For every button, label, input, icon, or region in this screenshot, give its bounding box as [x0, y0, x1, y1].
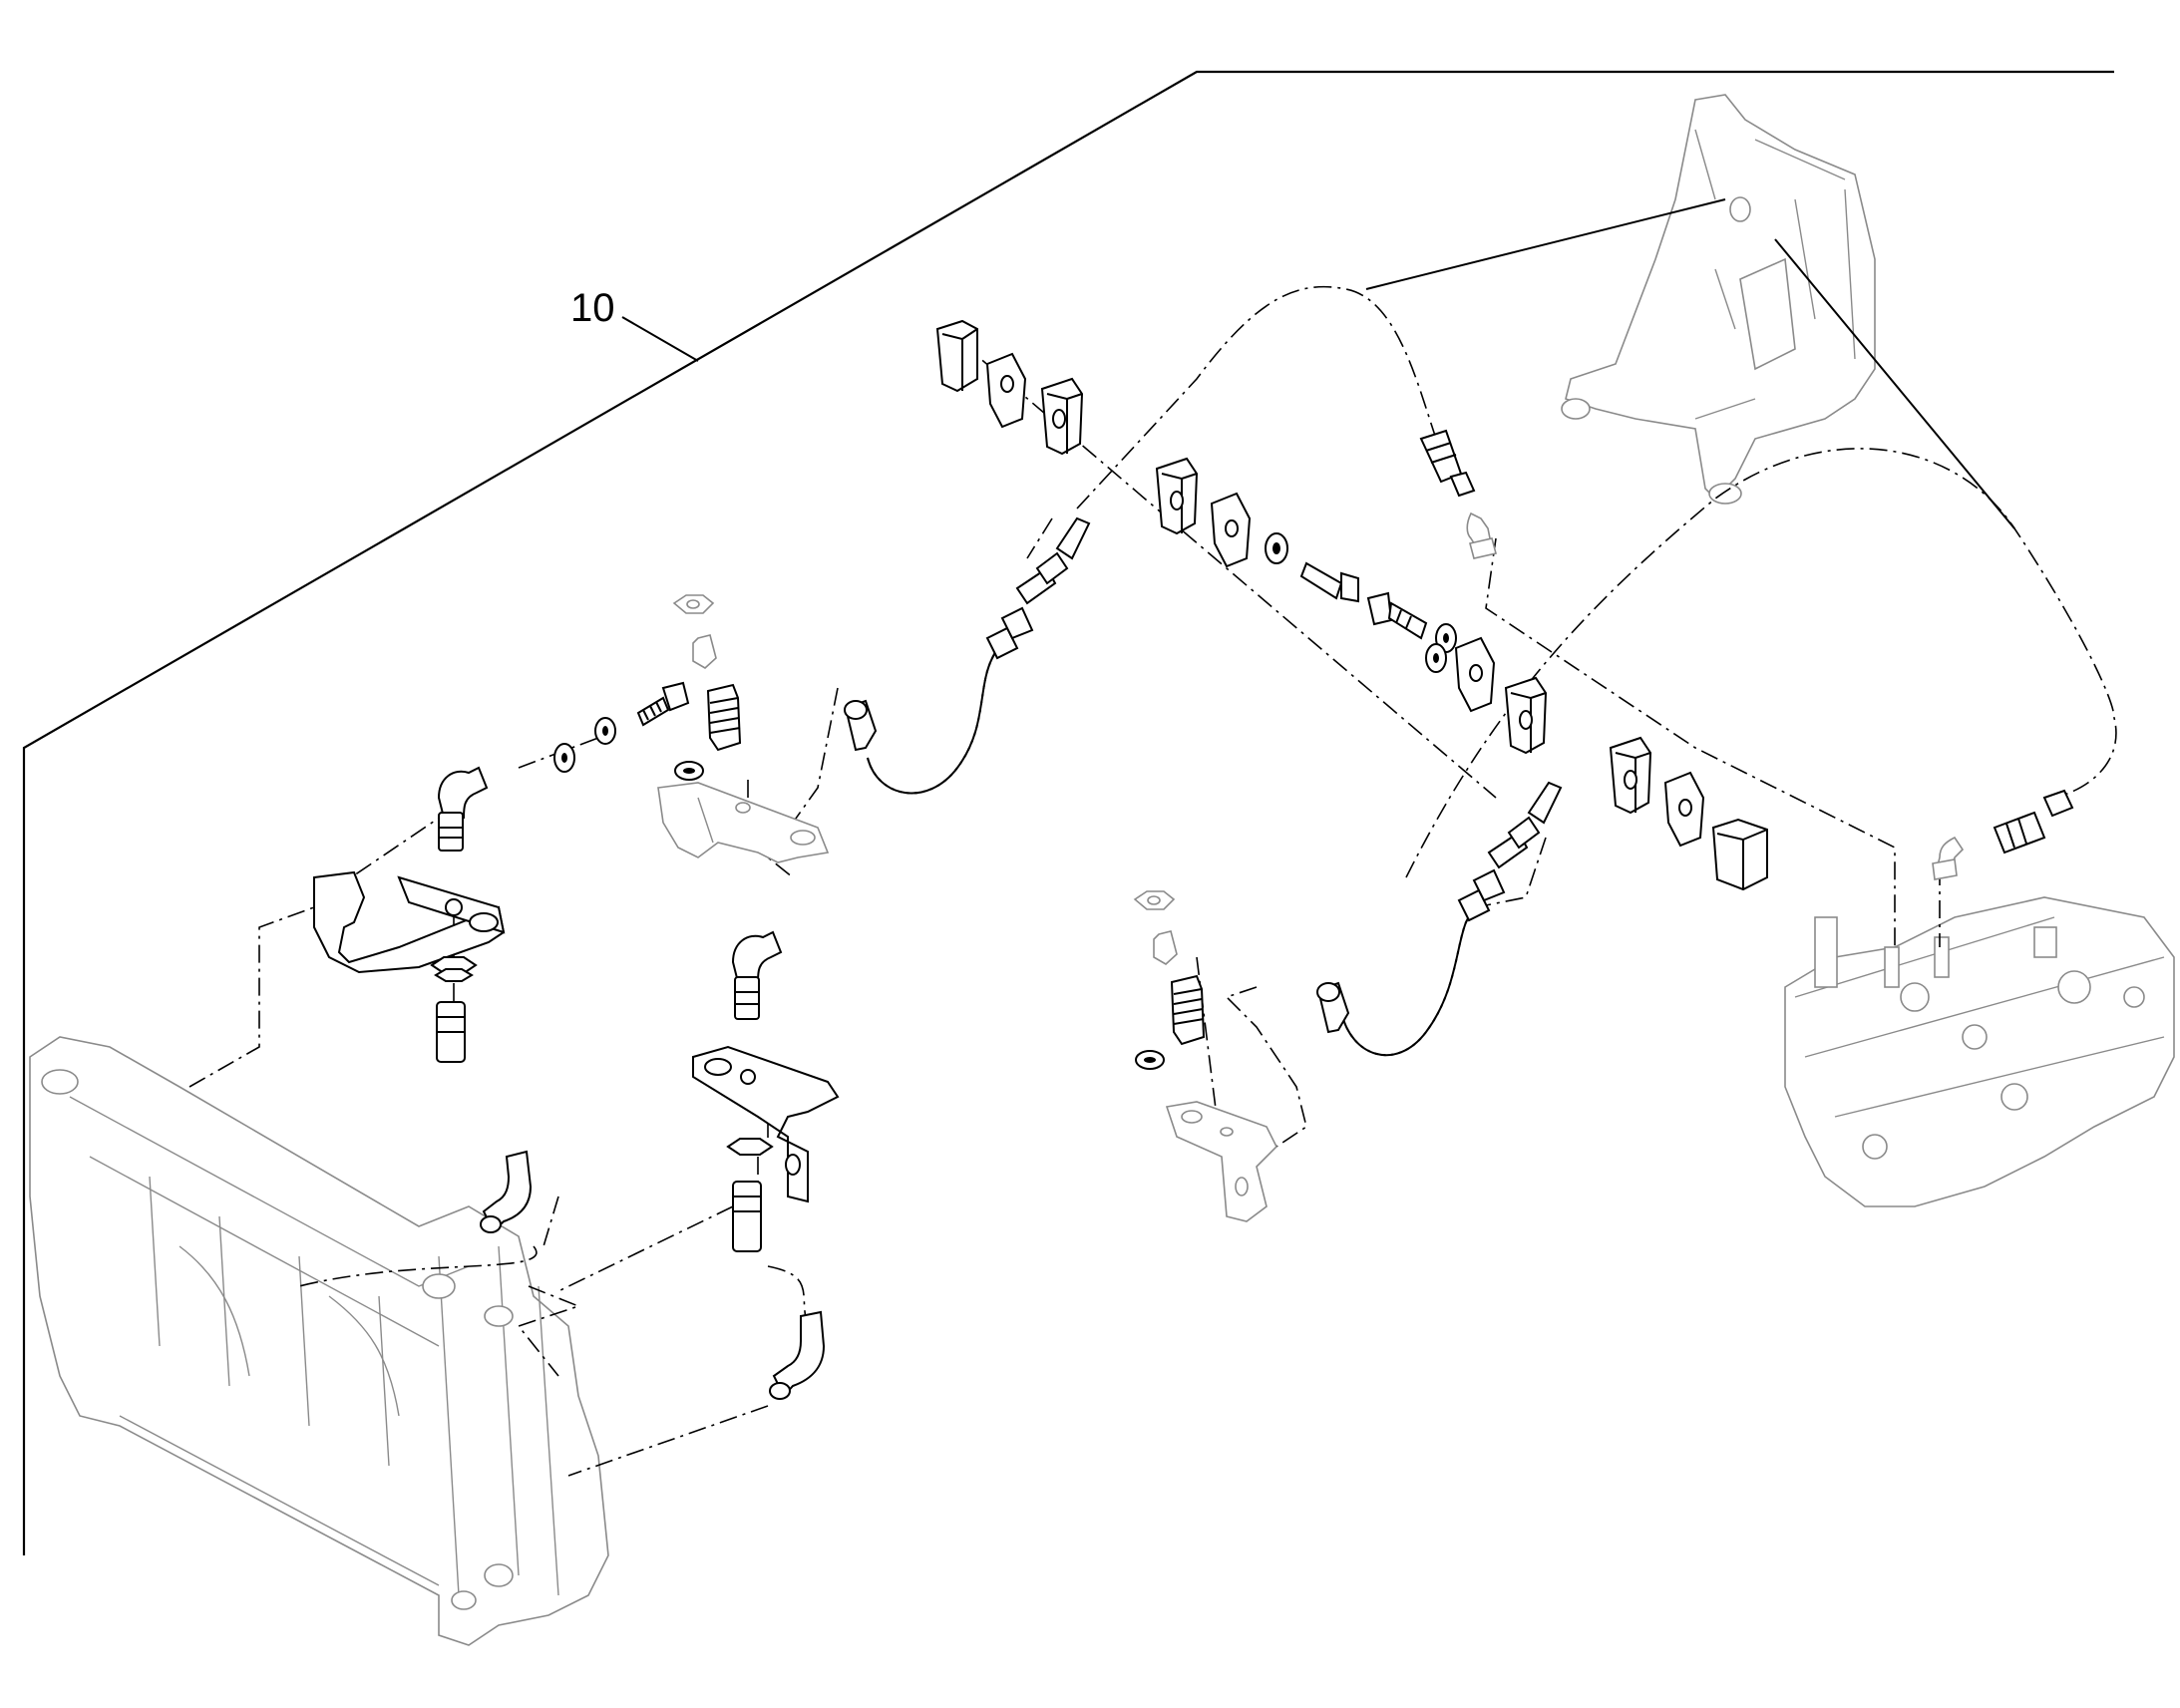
clamp-half-mid-a[interactable] — [1155, 457, 1199, 535]
mounting-bracket-ghost-left — [657, 782, 830, 863]
control-valve-block — [1784, 896, 2175, 1207]
clamp-plate-mid-b[interactable] — [1210, 492, 1252, 568]
clamp-half-low-a[interactable] — [1609, 736, 1652, 815]
bulkhead-adapter-center[interactable] — [1170, 974, 1206, 1046]
bolt-upper-left[interactable] — [636, 681, 690, 727]
clamp-plate-top-b[interactable] — [985, 352, 1027, 429]
callout-leader-10 — [621, 316, 699, 362]
hose-end-lower-right[interactable] — [1932, 789, 2074, 880]
hose-bracket-upper-left[interactable] — [313, 870, 506, 974]
bolt-mid-b[interactable] — [1366, 591, 1428, 640]
clamp-half-mid-d[interactable] — [1504, 676, 1548, 755]
washer-center-bulkhead[interactable] — [1135, 1050, 1165, 1070]
hose-end-lower-left[interactable] — [732, 1181, 826, 1400]
hose-bracket-lower-left[interactable] — [692, 1045, 840, 1203]
lock-nut-upper-left[interactable] — [430, 956, 478, 982]
assembly-frame — [22, 70, 2114, 1555]
washer-mid-c[interactable] — [1425, 643, 1447, 673]
lock-nut-lower-left[interactable] — [726, 1138, 774, 1156]
nut-ghost-center — [1133, 890, 1178, 965]
bulkhead-adapter-left[interactable] — [706, 683, 742, 752]
elbow-fitting-upper-left[interactable] — [437, 766, 489, 852]
clamp-half-top-c[interactable] — [1040, 377, 1084, 456]
clamp-plate-low-b[interactable] — [1663, 771, 1705, 848]
washer-upper-left-b[interactable] — [594, 717, 616, 745]
clamp-block-low-c[interactable] — [1711, 818, 1768, 891]
callout-label-10[interactable]: 10 — [570, 286, 615, 330]
mounting-bracket-ghost-center — [1165, 1101, 1277, 1222]
clamp-plate-mid-c[interactable] — [1454, 636, 1496, 713]
washer-left-bulkhead[interactable] — [674, 761, 704, 781]
clamp-block-top-a[interactable] — [935, 319, 978, 393]
washer-upper-left-a[interactable] — [553, 743, 575, 773]
hose-assembly-lower[interactable] — [1316, 781, 1563, 1057]
leader-lines — [1365, 198, 2015, 529]
hose-end-upper-right[interactable] — [1419, 429, 1497, 559]
bolt-mid-a[interactable] — [1299, 561, 1359, 603]
rear-loader-tower — [1561, 94, 1876, 505]
nut-ghost-left — [672, 594, 717, 669]
front-chassis-frame — [29, 1036, 609, 1646]
washer-mid-a[interactable] — [1265, 532, 1288, 564]
hose-assembly-upper[interactable] — [844, 516, 1091, 795]
elbow-fitting-lower-left[interactable] — [731, 930, 783, 1020]
hose-end-upper-left[interactable] — [436, 1001, 533, 1233]
